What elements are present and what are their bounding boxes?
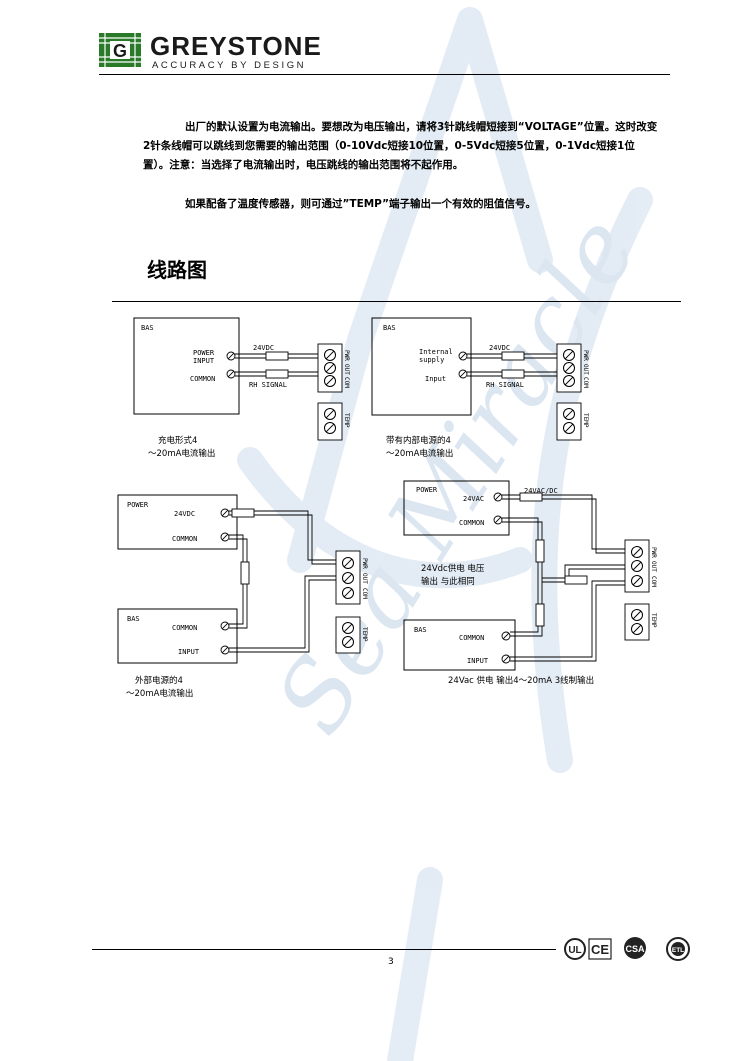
d3-bas-label: BAS: [127, 615, 140, 623]
d1-caption-1: 充电形式4: [158, 435, 197, 446]
d1-power-label: POWER: [193, 349, 215, 357]
brand-name: GREYSTONE: [150, 31, 322, 61]
d1-com-label: COM: [343, 377, 350, 388]
header-rule: [99, 74, 670, 75]
svg-text:CSA: CSA: [625, 944, 645, 954]
page-number: 3: [388, 957, 394, 967]
d2-pwr-label: PWR: [582, 350, 589, 361]
d2-bas-label: BAS: [383, 324, 396, 332]
diagram-1: BAS POWER INPUT COMMON 24VDC RH SIGNAL P…: [133, 317, 350, 459]
d4-bas-label: BAS: [414, 626, 427, 634]
svg-text:UL: UL: [568, 945, 581, 956]
d2-internal-label: Internal: [419, 348, 453, 356]
d3-pwr-label: PWR: [361, 558, 368, 569]
d4-mid-1: 24Vdc供电 电压: [421, 563, 485, 574]
d2-com-label: COM: [582, 377, 589, 388]
diagram-2: BAS Internal supply Input 24VDC RH SIGNA…: [371, 317, 589, 459]
d3-caption-2: ～20mA电流输出: [126, 688, 193, 699]
d1-vdc-label: 24VDC: [253, 344, 274, 352]
d2-out-label: OUT: [582, 364, 589, 375]
section-title: 线路图: [147, 258, 207, 282]
diagram-4: POWER 24VAC COMMON 24VAC/DC 24Vdc供电 电压 输…: [403, 480, 657, 686]
footer-rule: [92, 949, 556, 950]
d2-input-label: Input: [425, 375, 446, 383]
etl-mark: ETL: [666, 937, 690, 961]
d4-pwr-label: PWR: [650, 547, 657, 558]
d1-common-label: COMMON: [190, 375, 215, 383]
d1-bas-label: BAS: [141, 324, 154, 332]
d2-rh-label: RH SIGNAL: [486, 381, 524, 389]
ul-mark: UL: [564, 938, 586, 960]
d1-temp-label: TEMP: [343, 413, 350, 428]
d1-pwr-label: PWR: [343, 350, 350, 361]
d4-mid-2: 输出 与此相同: [421, 576, 475, 587]
d4-bas-common-label: COMMON: [459, 634, 484, 642]
section-rule: [112, 301, 681, 302]
brand-tagline: ACCURACY BY DESIGN: [152, 60, 307, 71]
greystone-logo: G: [99, 33, 141, 67]
d4-vacdc-label: 24VAC/DC: [524, 487, 558, 495]
d3-caption-1: 外部电源的4: [135, 675, 183, 686]
d4-power-label: POWER: [416, 486, 438, 494]
svg-text:ETL: ETL: [672, 947, 684, 954]
ce-mark: CE: [588, 938, 612, 960]
d4-input-label: INPUT: [467, 657, 489, 665]
d1-out-label: OUT: [343, 364, 350, 375]
d3-common-label: COMMON: [172, 535, 197, 543]
d2-supply-label: supply: [419, 356, 444, 364]
d3-temp-label: TEMP: [361, 627, 368, 642]
csa-mark: CSA: [624, 937, 646, 959]
paragraph-temp: 如果配备了温度传感器，则可通过”TEMP”端子输出一个有效的阻值信号。: [185, 198, 536, 210]
certification-marks: UL CE CSA ETL: [564, 937, 690, 961]
d2-vdc-label: 24VDC: [489, 344, 510, 352]
d4-caption: 24Vac 供电 输出4～20mA 3线制输出: [448, 675, 594, 686]
d2-temp-label: TEMP: [582, 413, 589, 428]
d3-com-label: COM: [361, 588, 368, 599]
d3-input-label: INPUT: [178, 648, 200, 656]
d2-caption-1: 带有内部电源的4: [386, 435, 451, 446]
paragraph-jumper: 出厂的默认设置为电流输出。要想改为电压输出，请将3针跳线帽短接到“VOLTAGE…: [143, 121, 658, 171]
diagram-3: POWER 24VDC COMMON BAS COMMON INPUT: [117, 494, 368, 699]
d2-caption-2: ～20mA电流输出: [386, 448, 453, 459]
d4-out-label: OUT: [650, 561, 657, 572]
d4-com-label: COM: [650, 576, 657, 587]
d3-out-label: OUT: [361, 573, 368, 584]
d4-common-label: COMMON: [459, 519, 484, 527]
d3-power-label: POWER: [127, 501, 149, 509]
d4-temp-label: TEMP: [650, 613, 657, 628]
svg-text:CE: CE: [591, 942, 609, 957]
d1-caption-2: ～20mA电流输出: [148, 448, 215, 459]
d4-vac-label: 24VAC: [463, 495, 484, 503]
logo-letter: G: [113, 41, 127, 61]
d3-vdc-label: 24VDC: [174, 510, 195, 518]
d1-rh-label: RH SIGNAL: [249, 381, 287, 389]
d3-bas-common-label: COMMON: [172, 624, 197, 632]
d1-input-label: INPUT: [193, 357, 215, 365]
